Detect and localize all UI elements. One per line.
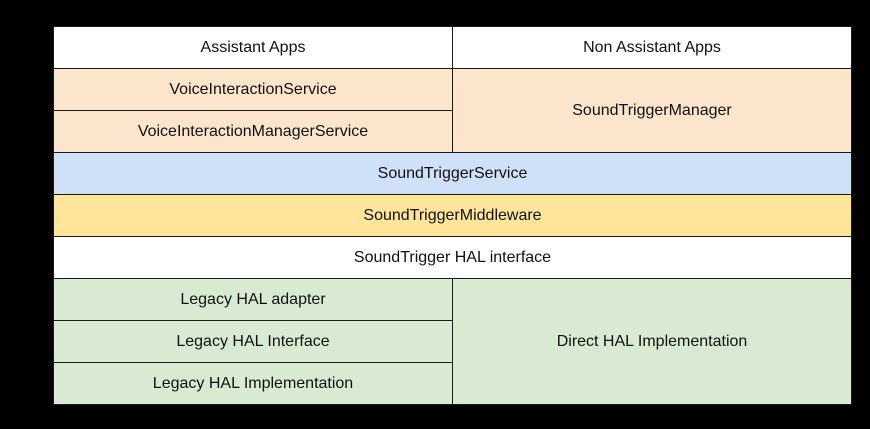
table-row-service-layer: SoundTriggerService [53,152,852,195]
cell-sound-trigger-hal-interface: SoundTrigger HAL interface [53,236,852,279]
cell-legacy-hal-implementation: Legacy HAL Implementation [53,362,453,405]
cell-sound-trigger-manager: SoundTriggerManager [452,68,852,153]
table-row-app-layer-1: VoiceInteractionService SoundTriggerMana… [53,68,852,153]
cell-voice-interaction-manager-service: VoiceInteractionManagerService [53,110,453,153]
table-row-hal-interface-layer: SoundTrigger HAL interface [53,236,852,279]
cell-legacy-hal-adapter: Legacy HAL adapter [53,278,453,321]
table-row-middleware-layer: SoundTriggerMiddleware [53,194,852,237]
table-row-app-layer-2: VoiceInteractionManagerService [53,110,852,153]
table-row-header: Assistant Apps Non Assistant Apps [53,26,852,69]
column-header-assistant-apps: Assistant Apps [53,26,453,69]
architecture-table: Assistant Apps Non Assistant Apps VoiceI… [53,26,852,405]
cell-voice-interaction-service: VoiceInteractionService [53,68,453,111]
table-row-hal-impl-2: Legacy HAL Interface [53,320,852,363]
cell-direct-hal-implementation: Direct HAL Implementation [452,278,852,405]
cell-sound-trigger-middleware: SoundTriggerMiddleware [53,194,852,237]
column-header-non-assistant-apps: Non Assistant Apps [452,26,852,69]
cell-sound-trigger-service: SoundTriggerService [53,152,852,195]
architecture-diagram: Assistant Apps Non Assistant Apps VoiceI… [53,26,852,405]
table-row-hal-impl-1: Legacy HAL adapter Direct HAL Implementa… [53,278,852,405]
table-row-hal-impl-3: Legacy HAL Implementation [53,362,852,405]
cell-legacy-hal-interface: Legacy HAL Interface [53,320,453,363]
